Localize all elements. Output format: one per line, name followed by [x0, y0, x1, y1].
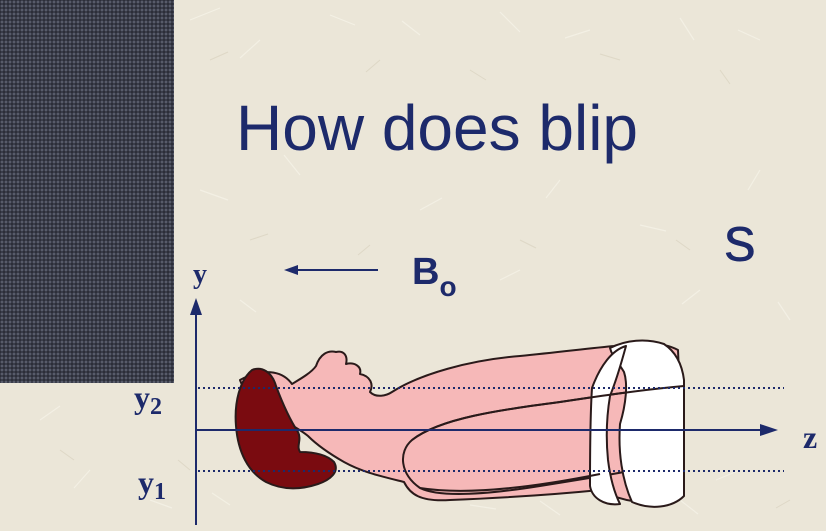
z-axis-arrowhead [760, 424, 778, 436]
y1-label: y1 [138, 464, 166, 505]
field-arrowhead [284, 265, 298, 275]
y2-label-subscript: 2 [150, 394, 162, 420]
y2-label: y2 [134, 379, 162, 420]
y-axis-label: y [193, 259, 207, 290]
y1-label-subscript: 1 [154, 479, 166, 505]
field-label-main: B [412, 251, 439, 293]
z-axis-label: z [803, 419, 817, 455]
y-axis-arrowhead [190, 298, 202, 315]
field-label-subscript: o [439, 271, 456, 302]
field-label: Bo [412, 251, 457, 302]
y1-label-main: y [138, 464, 154, 500]
y2-label-main: y [134, 379, 150, 415]
